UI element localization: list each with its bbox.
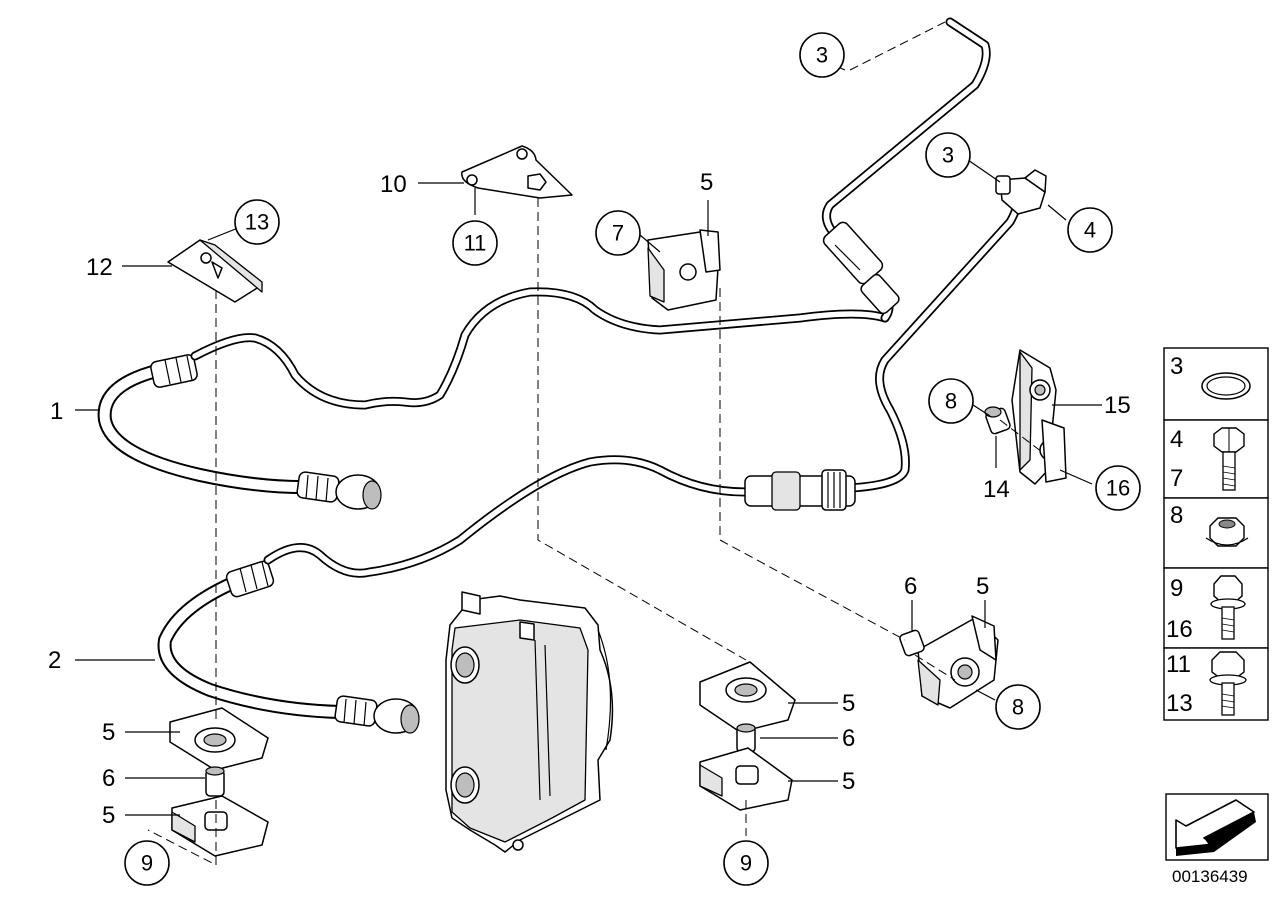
- bracket-10: [461, 145, 573, 199]
- label-6-left[interactable]: 6: [102, 765, 115, 792]
- legend-row-8[interactable]: 8: [1163, 497, 1269, 569]
- svg-text:8: 8: [1170, 502, 1183, 529]
- label-15[interactable]: 15: [1104, 392, 1131, 419]
- label-6-mid[interactable]: 6: [842, 725, 855, 752]
- hex-nut-icon: [1205, 517, 1249, 547]
- callout-3-mid[interactable]: 3: [925, 132, 971, 178]
- fitting-4: [995, 169, 1047, 215]
- hose-1: [97, 354, 382, 510]
- legend-row-11-13[interactable]: 11 13: [1163, 647, 1269, 721]
- svg-text:11: 11: [464, 231, 487, 256]
- svg-text:3: 3: [816, 43, 828, 68]
- clip-stack-mid: [699, 661, 796, 811]
- oil-cooler: [445, 591, 614, 853]
- label-5-left-a[interactable]: 5: [102, 719, 115, 746]
- part-labels: 1 2 5 10 12 15 14 6 5 5 6 5 5 6 5: [48, 169, 1131, 829]
- hex-bolt-icon: [1213, 427, 1245, 491]
- label-5-right[interactable]: 5: [976, 573, 989, 600]
- svg-text:3: 3: [1170, 353, 1183, 380]
- svg-text:7: 7: [612, 221, 624, 246]
- legend-row-4-7[interactable]: 4 7: [1163, 419, 1269, 499]
- bracket-12: [167, 239, 263, 303]
- svg-text:4: 4: [1170, 426, 1183, 453]
- clip-15: [1011, 349, 1067, 485]
- label-2[interactable]: 2: [48, 647, 61, 674]
- callout-8-lower[interactable]: 8: [995, 684, 1041, 730]
- svg-text:8: 8: [945, 389, 957, 414]
- callout-16[interactable]: 16: [1095, 465, 1141, 511]
- svg-text:16: 16: [1166, 616, 1193, 643]
- clip-stack-left: [169, 707, 269, 857]
- callout-7[interactable]: 7: [595, 210, 641, 256]
- label-5-mid-b[interactable]: 5: [842, 768, 855, 795]
- direction-arrow-icon[interactable]: [1165, 793, 1269, 861]
- svg-text:13: 13: [1166, 690, 1193, 717]
- label-5-left-b[interactable]: 5: [102, 802, 115, 829]
- svg-text:9: 9: [740, 851, 752, 876]
- svg-text:7: 7: [1170, 465, 1183, 492]
- flange-bolt-icon: [1210, 575, 1246, 640]
- label-10[interactable]: 10: [380, 171, 407, 198]
- svg-text:3: 3: [942, 143, 954, 168]
- callout-11[interactable]: 11: [452, 220, 498, 266]
- grommet-14: [984, 406, 1011, 435]
- pipe-hose-2: [263, 191, 1022, 578]
- svg-text:9: 9: [141, 851, 153, 876]
- hose-2: [157, 560, 420, 734]
- clip-5-right: [899, 615, 999, 709]
- o-ring-icon: [1201, 372, 1251, 400]
- label-5-mid-a[interactable]: 5: [842, 690, 855, 717]
- svg-text:11: 11: [1166, 651, 1191, 678]
- callout-13[interactable]: 13: [234, 199, 280, 245]
- label-5-top[interactable]: 5: [700, 169, 713, 196]
- callout-9-left[interactable]: 9: [124, 840, 170, 886]
- label-6-right[interactable]: 6: [904, 573, 917, 600]
- label-14[interactable]: 14: [983, 476, 1010, 503]
- legend-row-9-16[interactable]: 9 16: [1163, 567, 1269, 649]
- leader-lines: [75, 59, 1102, 816]
- clip-5-top: [647, 229, 721, 311]
- svg-text:16: 16: [1106, 476, 1130, 501]
- callout-4[interactable]: 4: [1067, 207, 1113, 253]
- svg-text:8: 8: [1012, 695, 1024, 720]
- label-12[interactable]: 12: [86, 254, 113, 281]
- document-number: 00136439: [1172, 867, 1248, 886]
- pipe-top: [821, 17, 991, 323]
- callout-9-mid[interactable]: 9: [723, 840, 769, 886]
- fastener-legend: 3 4 7 8: [1163, 347, 1269, 721]
- callout-3-top[interactable]: 3: [799, 32, 845, 78]
- dashed-guides: [147, 21, 1043, 866]
- callout-8-right[interactable]: 8: [928, 378, 974, 424]
- pipe-hose-1: [190, 287, 890, 410]
- svg-text:9: 9: [1170, 575, 1183, 602]
- label-1[interactable]: 1: [50, 398, 63, 425]
- flange-bolt-large-icon: [1209, 651, 1247, 716]
- legend-row-3[interactable]: 3: [1163, 347, 1269, 421]
- svg-text:4: 4: [1084, 218, 1096, 243]
- svg-text:13: 13: [245, 210, 269, 235]
